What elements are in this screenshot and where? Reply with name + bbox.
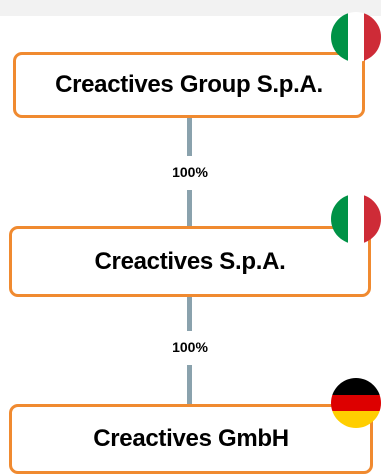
connector-line — [187, 297, 192, 331]
top-band — [0, 0, 381, 16]
italy-flag-icon — [331, 12, 381, 62]
germany-flag-icon — [331, 378, 381, 428]
entity-name: Creactives Group S.p.A. — [55, 71, 323, 98]
entity-box-group: Creactives Group S.p.A. — [13, 52, 365, 118]
connector-line — [187, 190, 192, 226]
ownership-label: 100% — [172, 164, 208, 180]
ownership-label: 100% — [172, 339, 208, 355]
entity-name: Creactives GmbH — [93, 425, 289, 452]
connector-line — [187, 118, 192, 156]
entity-box-gmbh: Creactives GmbH — [9, 404, 373, 474]
italy-flag-icon — [331, 194, 381, 244]
connector-line — [187, 365, 192, 404]
entity-box-spa: Creactives S.p.A. — [9, 226, 371, 297]
entity-name: Creactives S.p.A. — [94, 247, 286, 275]
